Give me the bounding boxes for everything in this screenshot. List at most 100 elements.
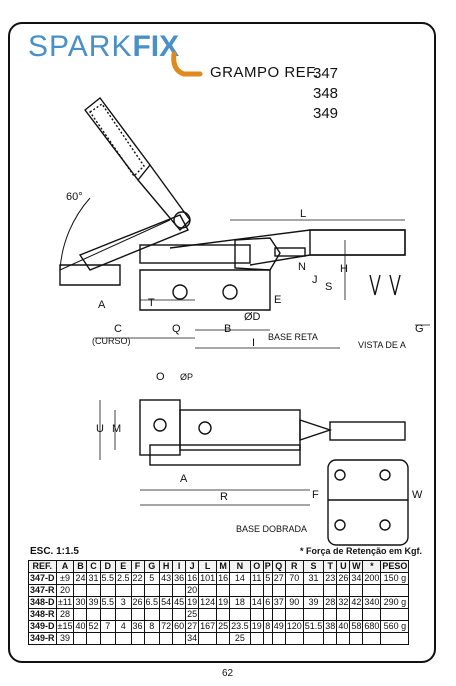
table-cell	[262, 608, 273, 621]
table-cell: 5	[143, 572, 161, 585]
label-base-dobrada: BASE DOBRADA	[236, 524, 307, 534]
table-cell: 16	[185, 572, 200, 585]
table-cell: 39	[86, 596, 101, 609]
table-cell	[302, 584, 325, 597]
label-l: L	[300, 208, 306, 220]
label-a: A	[98, 299, 106, 311]
table-cell: 90	[284, 596, 304, 609]
table-ref-cell: 348-D	[28, 596, 57, 609]
table-cell	[172, 584, 187, 597]
logo-clamp-icon	[171, 51, 203, 77]
table-cell	[323, 584, 338, 597]
table-cell	[99, 608, 117, 621]
table-cell: 5.5	[99, 572, 117, 585]
table-cell	[323, 608, 338, 621]
table-cell: 6.5	[143, 596, 161, 609]
table-cell	[262, 632, 273, 645]
table-cell	[362, 584, 382, 597]
table-cell	[159, 632, 174, 645]
label-angle: 60°	[66, 191, 83, 203]
table-cell	[73, 632, 88, 645]
table-cell	[143, 608, 161, 621]
col-e: E	[115, 560, 132, 573]
table-cell	[271, 584, 286, 597]
table-cell: 14	[249, 596, 264, 609]
top-view	[139, 399, 406, 466]
table-cell: 14	[229, 572, 251, 585]
table-cell	[284, 584, 304, 597]
table-cell: 70	[284, 572, 304, 585]
label-a2: A	[180, 473, 188, 485]
technical-drawing: 60° A T C (CURSO) Q B I ØD L N J S H E G…	[59, 97, 430, 546]
table-cell: 54	[159, 596, 174, 609]
table-cell: 25	[229, 632, 251, 645]
table-cell: 40	[73, 620, 88, 633]
col-force: *	[362, 560, 382, 573]
table-cell	[86, 608, 101, 621]
label-h: H	[340, 263, 348, 275]
table-cell	[249, 608, 264, 621]
table-cell: 31	[86, 572, 101, 585]
table-cell	[336, 584, 351, 597]
table-cell: 32	[336, 596, 351, 609]
table-cell: 36	[130, 620, 145, 633]
table-cell	[99, 584, 117, 597]
col-g: G	[143, 560, 161, 573]
table-cell	[271, 632, 286, 645]
table-ref-cell: 349-D	[28, 620, 57, 633]
table-cell: 39	[55, 632, 75, 645]
dimension-table: REF. A B C D E F G H I J L M N O P Q R S…	[28, 560, 410, 645]
ref-347: 347	[313, 65, 339, 82]
table-cell	[198, 632, 218, 645]
table-cell	[86, 584, 101, 597]
table-cell: 2.5	[115, 572, 132, 585]
table-cell	[229, 608, 251, 621]
table-cell: 200	[362, 572, 382, 585]
table-cell	[271, 608, 286, 621]
table-cell	[115, 584, 132, 597]
table-cell	[216, 632, 231, 645]
raised-handle	[84, 97, 151, 182]
table-cell: 72	[159, 620, 174, 633]
col-b: B	[73, 560, 88, 573]
table-cell	[302, 608, 325, 621]
table-ref-cell: 347-R	[28, 584, 57, 597]
col-u: U	[336, 560, 351, 573]
table-cell: 120	[284, 620, 304, 633]
table-cell: 27	[271, 572, 286, 585]
table-cell	[130, 632, 145, 645]
table-cell: 23	[323, 572, 338, 585]
table-cell	[73, 608, 88, 621]
table-cell	[130, 608, 145, 621]
label-o: O	[156, 371, 165, 383]
col-l: L	[198, 560, 218, 573]
force-note: * Força de Retenção em Kgf.	[300, 546, 423, 556]
table-cell: 290 g	[380, 596, 410, 609]
table-cell: 38	[323, 620, 338, 633]
table-cell	[172, 608, 187, 621]
angle-arc	[59, 197, 91, 271]
label-w: W	[412, 489, 423, 501]
table-cell: 6	[262, 596, 273, 609]
table-cell: 31	[302, 572, 325, 585]
table-cell: 42	[349, 596, 364, 609]
table-cell: 60	[172, 620, 187, 633]
label-b: B	[224, 323, 231, 335]
table-cell: 101	[198, 572, 218, 585]
label-c: C	[114, 323, 122, 335]
table-cell: 28	[55, 608, 75, 621]
table-cell	[323, 632, 338, 645]
col-r: R	[284, 560, 304, 573]
ref-349: 349	[313, 105, 339, 122]
table-cell	[336, 608, 351, 621]
table-cell	[302, 632, 325, 645]
table-cell: 20	[185, 584, 200, 597]
label-s: S	[325, 281, 332, 293]
label-vista-a: VISTA DE A	[358, 340, 406, 350]
table-cell: 24	[73, 572, 88, 585]
